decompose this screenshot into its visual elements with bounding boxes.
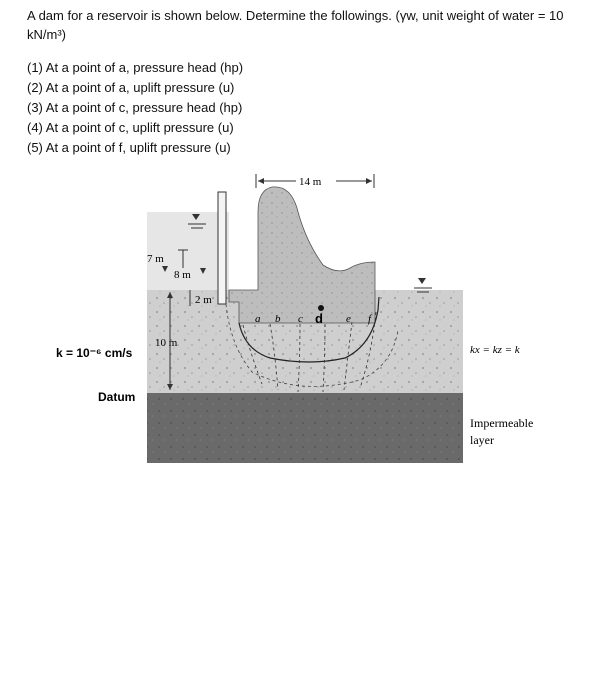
datum-label: Datum	[98, 390, 135, 404]
dim-10m-label: 10 m	[155, 337, 178, 349]
permeability-label: k = 10⁻⁶ cm/s	[56, 346, 133, 360]
dim-14m-label: 14 m	[299, 176, 322, 188]
reservoir-water	[147, 212, 229, 290]
isotropy-label: kx = kz = k	[470, 344, 521, 356]
impermeable-label-line2: layer	[470, 433, 494, 447]
equipotential-f	[359, 311, 377, 389]
question-4: (4) At a point of c, uplift pressure (u)	[27, 120, 234, 135]
downstream-water-level-icon	[418, 278, 426, 284]
question-1: (1) At a point of a, pressure head (hp)	[27, 60, 244, 75]
dim-2m-label: 2 m	[195, 294, 212, 306]
sheet-pile	[217, 191, 227, 305]
dim-8m-label: 8 m	[174, 269, 191, 281]
question-3: (3) At a point of c, pressure head (hp)	[27, 100, 243, 115]
impermeable-label-line1: Impermeable	[470, 416, 533, 430]
question-list: (1) At a point of a, pressure head (hp) …	[27, 58, 587, 158]
dam-body	[228, 186, 376, 324]
point-label-b: b	[275, 313, 281, 325]
question-5: (5) At a point of f, uplift pressure (u)	[27, 140, 231, 155]
dim-7m-label: 7 m	[147, 253, 164, 265]
point-label-d: d	[315, 311, 323, 326]
flow-line-lower	[225, 303, 399, 387]
equipotential-d	[322, 323, 326, 393]
point-label-c: c	[298, 313, 303, 325]
problem-intro: A dam for a reservoir is shown below. De…	[27, 8, 564, 42]
equipotential-e	[343, 321, 353, 391]
point-label-a: a	[255, 313, 261, 325]
impermeable-layer	[147, 393, 463, 463]
upstream-water-level-icon	[192, 214, 200, 220]
flow-line	[238, 296, 380, 363]
point-label-e: e	[346, 313, 351, 325]
question-2: (2) At a point of a, uplift pressure (u)	[27, 80, 235, 95]
problem-statement: A dam for a reservoir is shown below. De…	[27, 6, 587, 158]
point-label-f: f	[368, 313, 373, 325]
equipotential-a	[242, 324, 263, 385]
point-d-marker	[318, 305, 324, 311]
equipotential-b	[269, 323, 279, 391]
equipotential-c	[297, 323, 301, 393]
